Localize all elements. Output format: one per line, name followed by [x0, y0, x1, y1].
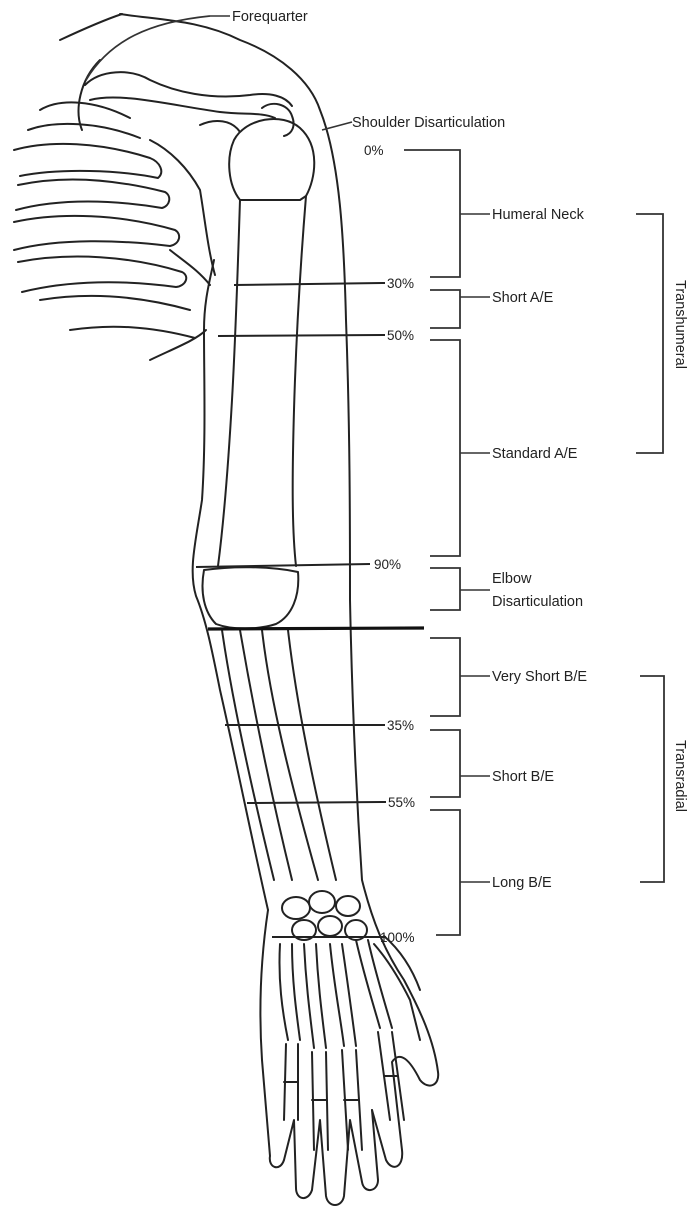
forearm-bones — [222, 630, 336, 880]
group-transhumeral: Transhumeral — [672, 280, 688, 369]
bracket-transradial — [640, 676, 664, 882]
label-short-be: Short B/E — [492, 769, 554, 785]
bracket-transhumeral — [636, 214, 663, 453]
pct-forearm-55: 55% — [388, 795, 415, 810]
level-line-forearm-55 — [247, 802, 386, 803]
bracket-short-be — [430, 730, 460, 797]
pct-humerus-50: 50% — [387, 328, 414, 343]
bracket-long-be — [430, 810, 460, 935]
arm-illustration — [14, 14, 438, 1205]
humerus — [203, 196, 307, 629]
pct-forearm-35: 35% — [387, 718, 414, 733]
bracket-elbow-disarticulation — [430, 568, 460, 610]
pct-humerus-0: 0% — [364, 143, 384, 158]
pct-forearm-100: 100% — [380, 930, 415, 945]
rib-cage — [14, 102, 195, 338]
label-shoulder-disarticulation: Shoulder Disarticulation — [352, 115, 505, 131]
bracket-standard-ae — [430, 340, 460, 556]
label-elbow-disarticulation-line1: Elbow — [492, 571, 532, 587]
label-long-be: Long B/E — [492, 875, 552, 891]
label-very-short-be: Very Short B/E — [492, 669, 587, 685]
pct-humerus-30: 30% — [387, 276, 414, 291]
pct-humerus-90: 90% — [374, 557, 401, 572]
level-line-humerus-50 — [218, 335, 385, 336]
label-elbow-disarticulation-line2: Disarticulation — [492, 594, 583, 610]
level-line-humerus-90 — [196, 564, 370, 567]
label-humeral-neck: Humeral Neck — [492, 207, 585, 223]
group-transradial: Transradial — [672, 740, 688, 812]
bracket-very-short-be — [430, 638, 460, 716]
bracket-short-ae — [430, 290, 460, 328]
label-standard-ae: Standard A/E — [492, 446, 578, 462]
label-forequarter: Forequarter — [232, 9, 308, 25]
bracket-humeral-neck — [404, 150, 460, 277]
level-line-elbow — [208, 628, 424, 629]
label-short-ae: Short A/E — [492, 290, 554, 306]
level-line-humerus-30 — [234, 283, 385, 285]
shoulder-girdle — [85, 72, 314, 285]
